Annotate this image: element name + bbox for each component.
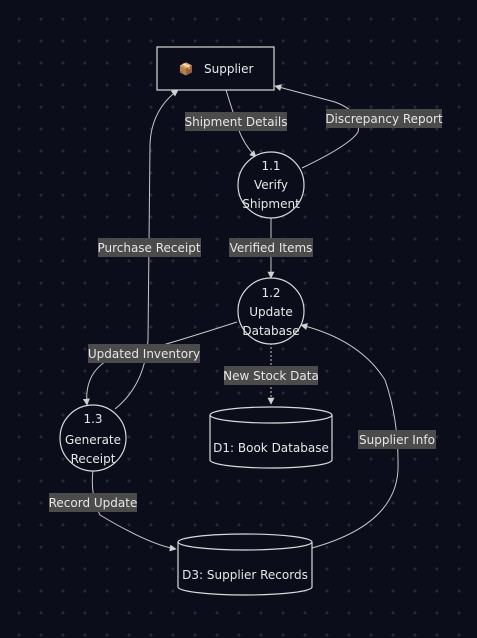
- svg-text:Verified Items: Verified Items: [230, 241, 313, 255]
- process-1-2-node[interactable]: 1.2 Update Database: [237, 277, 305, 345]
- edge-label-purchase-receipt: Purchase Receipt: [97, 238, 201, 257]
- svg-text:Purchase Receipt: Purchase Receipt: [97, 241, 200, 255]
- svg-text:Shipment Details: Shipment Details: [185, 115, 288, 129]
- process-1-3-node[interactable]: 1.3 Generate Receipt: [59, 404, 127, 472]
- process-1-1-label-line1: Verify: [254, 178, 288, 192]
- edge-label-discrepancy-report: Discrepancy Report: [325, 109, 443, 128]
- edge-label-new-stock-data: New Stock Data: [223, 366, 319, 385]
- process-1-1-label-line2: Shipment: [242, 197, 300, 211]
- process-1-3-label-line1: Generate: [65, 433, 121, 447]
- svg-text:New Stock Data: New Stock Data: [223, 369, 319, 383]
- supplier-node[interactable]: 📦 Supplier: [156, 46, 275, 91]
- process-1-3-number: 1.3: [83, 412, 102, 426]
- svg-text:Discrepancy Report: Discrepancy Report: [325, 112, 443, 126]
- edge-label-shipment-details: Shipment Details: [185, 112, 288, 131]
- edge-purchase-receipt: [114, 89, 179, 410]
- edge-label-record-update: Record Update: [49, 493, 138, 512]
- edge-label-supplier-info: Supplier Info: [358, 430, 436, 449]
- edge-label-updated-inventory: Updated Inventory: [88, 344, 200, 363]
- edge-record-update: [91, 469, 177, 552]
- svg-text:Updated Inventory: Updated Inventory: [88, 347, 200, 361]
- process-1-1-node[interactable]: 1.1 Verify Shipment: [237, 151, 305, 219]
- process-1-2-label-line2: Database: [242, 324, 299, 338]
- process-1-3-label-line2: Receipt: [71, 452, 116, 466]
- edge-discrepancy-report: [274, 84, 360, 169]
- datastore-d1-node[interactable]: D1: Book Database: [209, 406, 333, 469]
- supplier-label: Supplier: [204, 62, 254, 76]
- process-1-2-number: 1.2: [261, 286, 280, 300]
- svg-text:Supplier Info: Supplier Info: [359, 433, 435, 447]
- process-1-1-number: 1.1: [261, 159, 280, 173]
- datastore-d3-label: D3: Supplier Records: [182, 568, 308, 582]
- datastore-d3-node[interactable]: D3: Supplier Records: [177, 533, 313, 596]
- datastore-d1-label: D1: Book Database: [213, 441, 329, 455]
- edge-supplier-info: [300, 323, 399, 549]
- edge-updated-inventory: [82, 321, 238, 406]
- package-icon: 📦: [179, 62, 194, 76]
- edge-label-verified-items: Verified Items: [229, 238, 313, 257]
- svg-text:Record Update: Record Update: [49, 496, 138, 510]
- process-1-2-label-line1: Update: [249, 305, 292, 319]
